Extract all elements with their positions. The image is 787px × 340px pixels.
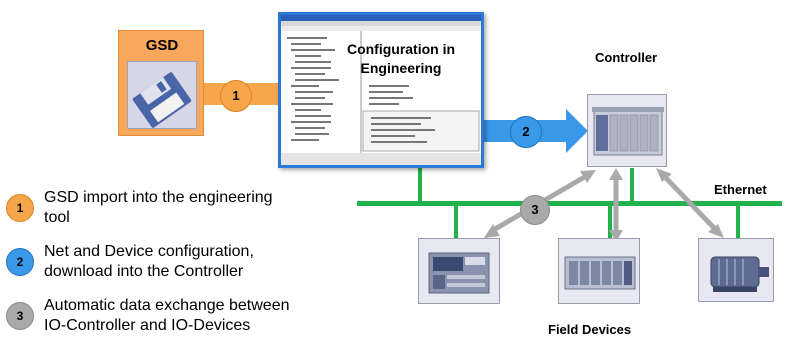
gsd-file-box: GSD: [118, 30, 204, 136]
legend-step-3-line1: Automatic data exchange between: [44, 297, 290, 314]
configuration-title-line2: Engineering: [360, 60, 442, 76]
legend-step-2-badge: 2: [6, 248, 34, 276]
gsd-icon-frame: [127, 61, 197, 129]
io-module-icon: [564, 256, 636, 290]
legend-step-1-line1: GSD import into the engineering: [44, 189, 273, 206]
legend-step-2-line1: Net and Device configuration,: [44, 243, 254, 260]
configuration-title-line1: Configuration in: [346, 41, 456, 57]
legend-step-1-text: GSD import into the engineering tool: [44, 188, 354, 228]
legend-step-3-text: Automatic data exchange between IO-Contr…: [44, 296, 354, 336]
floppy-disk-icon: [132, 72, 192, 128]
legend-step-1-badge: 1: [6, 194, 34, 222]
hmi-panel-icon: [428, 252, 490, 294]
ethernet-bus: [357, 166, 782, 239]
engineering-software-window: [278, 12, 484, 168]
field-device-io-module: [558, 238, 640, 304]
configuration-title: Configuration in Engineering: [326, 40, 476, 78]
legend-step-3-badge: 3: [6, 302, 34, 330]
legend-step-3-line2: IO-Controller and IO-Devices: [44, 317, 251, 334]
ethernet-label: Ethernet: [714, 182, 767, 197]
field-device-motor: [698, 238, 774, 302]
engineering-screenshot: [281, 15, 481, 165]
plc-controller-icon: [592, 107, 664, 156]
motor-drive-icon: [710, 256, 769, 292]
legend-step-2-line2: download into the Controller: [44, 263, 244, 280]
field-device-hmi: [418, 238, 500, 304]
controller-label: Controller: [595, 50, 658, 65]
legend-step-1-line2: tool: [44, 209, 70, 226]
step-2-badge: 2: [510, 116, 542, 148]
gsd-title: GSD: [145, 37, 179, 54]
field-devices-label: Field Devices: [548, 322, 632, 337]
controller-device: [587, 94, 667, 167]
legend-step-2-text: Net and Device configuration, download i…: [44, 242, 354, 282]
step-3-badge: 3: [520, 195, 550, 225]
step-1-badge: 1: [220, 80, 252, 112]
